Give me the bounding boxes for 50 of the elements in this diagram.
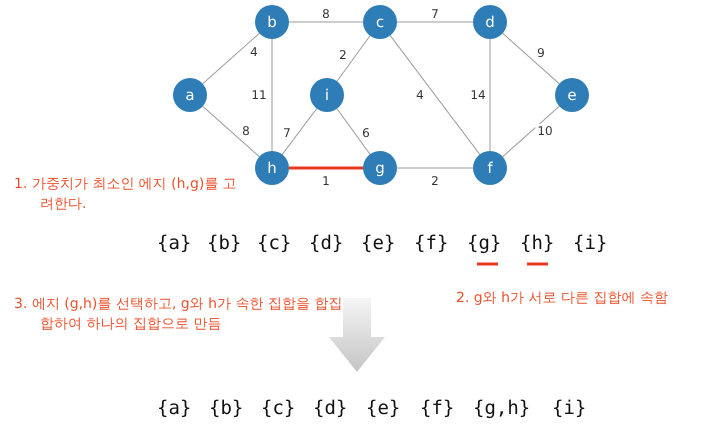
vertex-circle: b: [255, 5, 289, 39]
vertex-circle: d: [473, 5, 507, 39]
edge-line: [202, 106, 260, 158]
set-notation: {b}: [207, 232, 242, 254]
vertex-circle: i: [310, 78, 344, 112]
set-notation: {d}: [313, 397, 348, 419]
set-notation: {i}: [552, 397, 586, 419]
vertex-circle: a: [173, 78, 207, 112]
vertex-circle: e: [555, 78, 589, 112]
step-note: 3. 에지 (g,h)를 선택하고, g와 h가 속한 집합을 합집합하여 하나의 집합으로 만듬: [14, 295, 344, 334]
step-note: 1. 가중치가 최소인 에지 (h,g)를 고려한다.: [14, 175, 238, 214]
set-notation: {c}: [257, 232, 292, 254]
set-notation: {g}: [467, 232, 502, 254]
edge-label: 2: [429, 174, 441, 188]
set-notation: {h}: [520, 232, 554, 254]
edge-label: 8: [320, 7, 332, 21]
edge-line: [502, 32, 560, 84]
edge-label: 7: [281, 126, 293, 140]
set-notation: {d}: [309, 232, 344, 254]
vertex-circle: h: [255, 151, 289, 185]
set-notation: {b}: [209, 397, 244, 419]
edge-line: [336, 108, 370, 155]
edge-line: [336, 35, 370, 82]
edge-label: 10: [535, 124, 555, 138]
set-notation: {g,h}: [473, 397, 530, 419]
set-notation: {a}: [157, 397, 192, 419]
set-notation: {f}: [420, 397, 454, 419]
edge-line: [282, 108, 318, 155]
edge-label: 8: [240, 124, 252, 138]
edge-line: [502, 106, 560, 158]
edge-label: 7: [429, 7, 441, 21]
vertex-circle: f: [473, 151, 507, 185]
vertex-circle: c: [363, 5, 397, 39]
set-notation: {e}: [366, 397, 400, 419]
edge-label: 4: [248, 45, 260, 59]
set-notation: {c}: [261, 397, 296, 419]
set-notation: {a}: [157, 232, 192, 254]
edge-label: 6: [360, 126, 372, 140]
edge-line: [390, 35, 480, 155]
edge-line: [289, 166, 363, 170]
vertex-circle: g: [363, 151, 397, 185]
set-notation: {e}: [361, 232, 396, 254]
step-note: 2. g와 h가 서로 다른 집합에 속함: [456, 289, 669, 308]
set-notation: {f}: [414, 232, 448, 254]
edge-line: [202, 32, 260, 84]
set-notation: {i}: [573, 232, 608, 254]
edge-label: 2: [337, 48, 349, 62]
edge-label: 9: [535, 46, 547, 60]
edge-label: 4: [414, 88, 426, 102]
edge-label: 1: [320, 174, 332, 188]
